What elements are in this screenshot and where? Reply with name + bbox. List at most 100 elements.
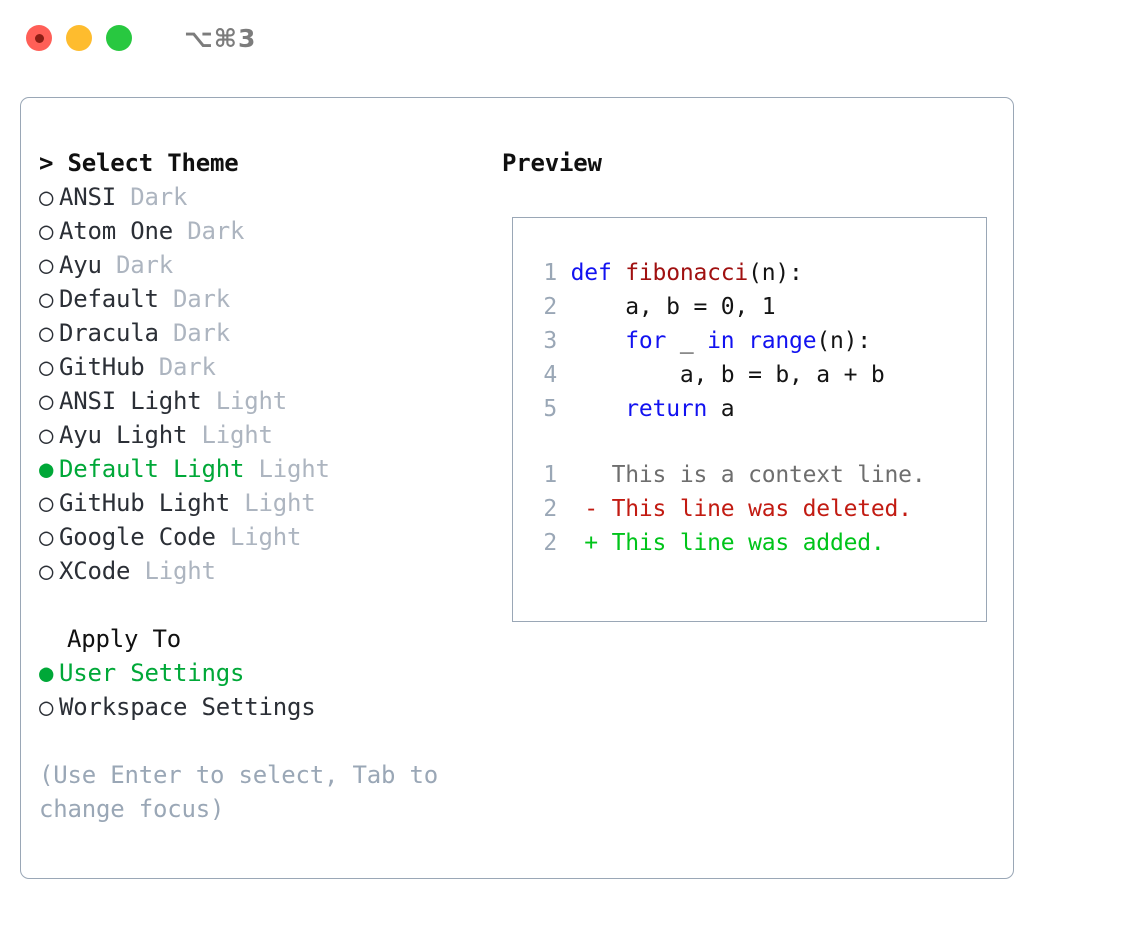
code-line-number: 1 xyxy=(543,260,557,286)
theme-picker-pane: > Select Theme ○ANSI Dark○Atom One Dark○… xyxy=(21,98,491,878)
theme-option-name: ANSI xyxy=(59,183,116,211)
diff-text: This line was deleted. xyxy=(611,496,912,522)
radio-unselected-icon[interactable]: ○ xyxy=(39,693,54,721)
code-diff-gap xyxy=(513,426,986,458)
theme-option-sep xyxy=(116,183,130,211)
code-token: (n): xyxy=(816,328,871,354)
diff-marker xyxy=(557,462,612,488)
code-token: (n): xyxy=(748,260,803,286)
apply-to-option-workspace-settings[interactable]: ○Workspace Settings xyxy=(39,690,491,724)
radio-unselected-icon[interactable]: ○ xyxy=(39,523,54,551)
theme-option-sep xyxy=(159,285,173,313)
theme-option-category: Light xyxy=(215,387,287,415)
theme-option-category: Light xyxy=(244,489,316,517)
code-token: def xyxy=(570,260,626,286)
theme-option-sep xyxy=(130,557,144,585)
theme-option-category: Light xyxy=(230,523,302,551)
radio-unselected-icon[interactable]: ○ xyxy=(39,217,54,245)
theme-option-ansi[interactable]: ○ANSI Dark xyxy=(39,180,491,214)
theme-option-ansi-light[interactable]: ○ANSI Light Light xyxy=(39,384,491,418)
theme-option-category: Dark xyxy=(173,285,230,313)
code-line: 5 return a xyxy=(513,392,986,426)
main-panel: > Select Theme ○ANSI Dark○Atom One Dark○… xyxy=(20,97,1014,879)
theme-option-category: Dark xyxy=(116,251,173,279)
theme-option-sep xyxy=(173,217,187,245)
theme-option-category: Dark xyxy=(158,353,216,381)
theme-option-atom-one[interactable]: ○Atom One Dark xyxy=(39,214,491,248)
code-line: 4 a, b = b, a + b xyxy=(513,358,986,392)
theme-option-google-code[interactable]: ○Google Code Light xyxy=(39,520,491,554)
code-line: 1 def fibonacci(n): xyxy=(513,256,986,290)
code-line-number: 2 xyxy=(543,294,557,320)
list-spacer xyxy=(39,588,491,622)
theme-option-category: Light xyxy=(144,557,216,585)
code-token xyxy=(571,396,626,422)
theme-option-dracula[interactable]: ○Dracula Dark xyxy=(39,316,491,350)
code-gutter-gap xyxy=(557,328,571,354)
radio-unselected-icon[interactable]: ○ xyxy=(39,183,54,211)
window-titlebar: ⌥⌘3 xyxy=(0,0,1140,76)
select-theme-heading: > Select Theme xyxy=(39,149,239,177)
theme-option-github-light[interactable]: ○GitHub Light Light xyxy=(39,486,491,520)
theme-option-ayu-light[interactable]: ○Ayu Light Light xyxy=(39,418,491,452)
radio-unselected-icon[interactable]: ○ xyxy=(39,557,54,585)
minimize-button[interactable] xyxy=(66,25,92,51)
diff-line: 2 + This line was added. xyxy=(513,526,986,560)
maximize-button[interactable] xyxy=(106,25,132,51)
theme-option-sep xyxy=(145,353,159,381)
theme-option-sep xyxy=(216,523,230,551)
apply-to-option-list[interactable]: ●User Settings○Workspace Settings xyxy=(39,656,491,724)
theme-option-name: Ayu xyxy=(59,251,102,279)
diff-text: This is a context line. xyxy=(611,462,926,488)
diff-line: 1 This is a context line. xyxy=(513,458,986,492)
code-gutter-gap xyxy=(557,294,571,320)
radio-unselected-icon[interactable]: ○ xyxy=(39,251,54,279)
code-token: a, b = 0, 1 xyxy=(570,294,776,320)
radio-unselected-icon[interactable]: ○ xyxy=(39,421,54,449)
radio-selected-icon[interactable]: ● xyxy=(39,659,54,687)
theme-option-sep xyxy=(159,319,173,347)
theme-option-name: Google Code xyxy=(59,523,216,551)
keyboard-hint-text: (Use Enter to select, Tab to change focu… xyxy=(39,761,438,823)
preview-pane: Preview 1 def fibonacci(n): 2 a, b = 0, 1… xyxy=(491,98,1013,878)
apply-to-heading: Apply To xyxy=(67,625,181,653)
close-button[interactable] xyxy=(26,25,52,51)
radio-unselected-icon[interactable]: ○ xyxy=(39,353,54,381)
theme-option-ayu[interactable]: ○Ayu Dark xyxy=(39,248,491,282)
theme-option-default[interactable]: ○Default Dark xyxy=(39,282,491,316)
theme-option-default-light[interactable]: ●Default Light Light xyxy=(39,452,491,486)
radio-unselected-icon[interactable]: ○ xyxy=(39,285,54,313)
code-line-number: 4 xyxy=(543,362,557,388)
code-token: return xyxy=(625,396,708,422)
theme-option-category: Light xyxy=(258,455,330,483)
code-gutter-gap xyxy=(557,260,571,286)
diff-line: 2 - This line was deleted. xyxy=(513,492,986,526)
preview-heading: Preview xyxy=(502,149,602,177)
theme-option-sep xyxy=(230,489,244,517)
theme-option-category: Light xyxy=(201,421,273,449)
radio-selected-icon[interactable]: ● xyxy=(39,455,54,483)
theme-option-name: Ayu Light xyxy=(59,421,188,449)
code-line-number: 3 xyxy=(543,328,557,354)
theme-option-sep xyxy=(244,455,258,483)
diff-line-number: 1 xyxy=(543,462,557,488)
radio-unselected-icon[interactable]: ○ xyxy=(39,387,54,415)
diff-marker: - xyxy=(557,496,612,522)
code-token: for xyxy=(625,328,667,354)
apply-to-option-name: Workspace Settings xyxy=(59,693,316,721)
theme-option-category: Dark xyxy=(130,183,188,211)
radio-unselected-icon[interactable]: ○ xyxy=(39,489,54,517)
theme-option-name: GitHub xyxy=(59,353,145,381)
theme-option-sep xyxy=(102,251,116,279)
theme-option-xcode[interactable]: ○XCode Light xyxy=(39,554,491,588)
code-gutter-gap xyxy=(557,396,571,422)
theme-option-name: Default Light xyxy=(59,455,245,483)
diff-line-number: 2 xyxy=(543,530,557,556)
theme-option-github[interactable]: ○GitHub Dark xyxy=(39,350,491,384)
code-token xyxy=(571,328,626,354)
theme-option-list[interactable]: ○ANSI Dark○Atom One Dark○Ayu Dark○Defaul… xyxy=(39,180,491,588)
apply-to-option-user-settings[interactable]: ●User Settings xyxy=(39,656,491,690)
radio-unselected-icon[interactable]: ○ xyxy=(39,319,54,347)
